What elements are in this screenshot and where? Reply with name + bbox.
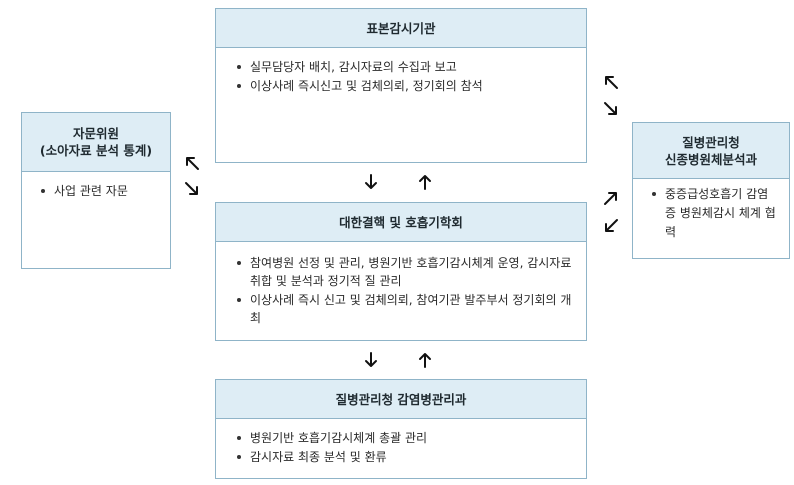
arrow-down-right-icon (184, 181, 200, 197)
society-list: 참여병원 선정 및 관리, 병원기반 호흡기감시체계 운영, 감시자료 취합 및… (216, 242, 586, 327)
advisory-committee-box: 자문위원 (소아자료 분석 통계) 사업 관련 자문 (21, 112, 171, 269)
arrow-down-right-icon (603, 101, 619, 117)
arrow-down-left-icon (603, 218, 619, 234)
sentinel-institution-box: 표본감시기관 실무담당자 배치, 감시자료의 수집과 보고 이상사례 즉시신고 … (215, 8, 587, 163)
kdca-pathogen-title: 질병관리청 신종병원체분석과 (633, 123, 789, 179)
arrow-up-left-icon (184, 155, 200, 171)
kdca-infection-list: 병원기반 호흡기감시체계 총괄 관리 감시자료 최종 분석 및 환류 (216, 419, 586, 466)
arrow-down-icon (363, 174, 379, 190)
society-title: 대한결핵 및 호흡기학회 (216, 203, 586, 242)
kdca-pathogen-list: 중증급성호흡기 감염증 병원체감시 체계 협력 (633, 179, 789, 242)
list-item: 실무담당자 배치, 감시자료의 수집과 보고 (237, 58, 576, 76)
arrow-down-icon (363, 352, 379, 368)
advisory-committee-list: 사업 관련 자문 (22, 172, 170, 200)
sentinel-institution-list: 실무담당자 배치, 감시자료의 수집과 보고 이상사례 즉시신고 및 검체의뢰,… (216, 48, 586, 95)
arrow-up-icon (417, 174, 433, 190)
arrow-up-left-icon (603, 74, 619, 90)
kdca-infection-title: 질병관리청 감염병관리과 (216, 380, 586, 419)
sentinel-institution-title: 표본감시기관 (216, 9, 586, 48)
list-item: 병원기반 호흡기감시체계 총괄 관리 (237, 429, 576, 447)
society-box: 대한결핵 및 호흡기학회 참여병원 선정 및 관리, 병원기반 호흡기감시체계 … (215, 202, 587, 341)
list-item: 이상사례 즉시 신고 및 검체의뢰, 참여기관 발주부서 정기회의 개최 (237, 293, 572, 325)
list-item: 사업 관련 자문 (41, 182, 160, 200)
arrow-up-icon (417, 352, 433, 368)
advisory-committee-title: 자문위원 (소아자료 분석 통계) (22, 113, 170, 172)
kdca-pathogen-box: 질병관리청 신종병원체분석과 중증급성호흡기 감염증 병원체감시 체계 협력 (632, 122, 790, 259)
list-item: 중증급성호흡기 감염증 병원체감시 체계 협력 (652, 185, 779, 242)
list-item: 감시자료 최종 분석 및 환류 (237, 448, 576, 466)
list-item: 이상사례 즉시신고 및 검체의뢰, 정기회의 참석 (237, 77, 576, 95)
kdca-infection-box: 질병관리청 감염병관리과 병원기반 호흡기감시체계 총괄 관리 감시자료 최종 … (215, 379, 587, 479)
arrow-up-right-icon (603, 190, 619, 206)
list-item: 참여병원 선정 및 관리, 병원기반 호흡기감시체계 운영, 감시자료 취합 및… (237, 256, 572, 288)
